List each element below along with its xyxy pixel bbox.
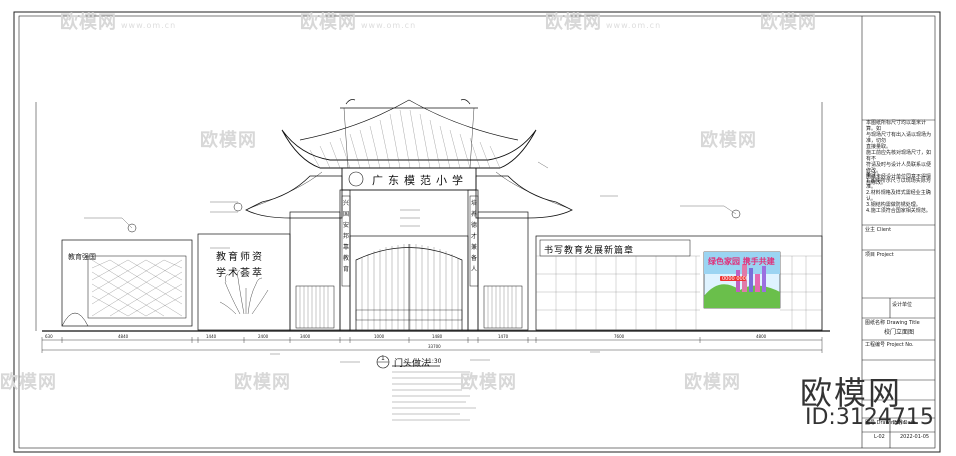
- watermark-brand-large: 欧模网: [800, 374, 903, 412]
- right-wall-banner-text: 书写教育发展新篇章: [544, 246, 635, 256]
- right-pillar: [477, 211, 529, 331]
- field-date: 日期 Date: [892, 420, 916, 426]
- dimension-text: 1480: [432, 334, 443, 339]
- side-roof-left: [245, 171, 343, 219]
- reed-painting: [219, 269, 269, 315]
- dimension-text: 1000: [374, 334, 385, 339]
- detail-title: 门头做法: [394, 359, 431, 369]
- school-name-text: 广东模范小学: [372, 174, 468, 187]
- remark-line: 1.图中所示尺寸以现场实际为准。: [866, 178, 931, 190]
- sheet-inner-border: [18, 15, 936, 449]
- watermark-logo: 欧模网: [200, 130, 257, 151]
- watermark-logo: 欧模网: [700, 130, 757, 151]
- field-designer: 设计单位: [892, 302, 913, 308]
- field-project-no: 工程编号 Project No.: [865, 342, 914, 348]
- watermark-logo: 欧模网: [684, 372, 741, 393]
- left-inscription-line-2: 学术荟萃: [216, 268, 264, 279]
- dimension-total-text: 33700: [428, 344, 441, 349]
- date-value: 2022-01-05: [900, 434, 930, 440]
- left-wall-title: 教育强国: [68, 253, 96, 261]
- watermark-logo: 欧模网: [234, 372, 291, 393]
- title-block: [861, 16, 935, 448]
- billboard-title: 绿色家园 携手共建: [708, 257, 775, 266]
- dimension-text: 4840: [118, 334, 129, 339]
- title-block-notes: 本图纸所标尺寸均以毫米计算。如 与现场尺寸有出入请以现场为准，切勿 直接量取。 …: [866, 120, 932, 186]
- remark-line: 4.施工须符合国家相关规范。: [866, 208, 931, 214]
- title-block-remarks: 备注： 1.图中所示尺寸以现场实际为准。 2.材料规格及样式需经业主确认。 3.…: [866, 172, 932, 214]
- dimension-text: 2400: [258, 334, 269, 339]
- field-client: 业主 Client: [865, 227, 892, 233]
- watermark-logo: 欧模网: [460, 372, 517, 393]
- left-inscription-line-1: 教育师资: [216, 252, 264, 263]
- right-long-wall: [535, 235, 823, 331]
- leader-lines: [84, 161, 737, 363]
- left-couplet-text: 兴国安邦靠教育: [343, 200, 350, 273]
- dimension-text: 630: [45, 334, 53, 339]
- left-pillar: [289, 211, 341, 331]
- watermark-logo: 欧模网: [760, 12, 817, 33]
- dimension-text: 7600: [614, 334, 625, 339]
- right-couplet-board: [469, 195, 479, 287]
- construction-notes: [392, 371, 476, 421]
- billboard-subtitle: 0000 0000: [722, 276, 750, 282]
- dimension-text: 4800: [756, 334, 767, 339]
- field-project: 项目 Project: [865, 252, 894, 258]
- billboard: [703, 251, 781, 309]
- right-wall-grid: [536, 255, 822, 330]
- sheet-outer-border: [13, 11, 941, 453]
- remark-line: 3.钢结构需做防锈处理。: [866, 202, 921, 208]
- watermark-id: ID:3124715: [805, 405, 934, 430]
- note-line: 与现场尺寸有出入请以现场为准，切勿: [866, 132, 932, 144]
- right-couplet-text: 培养德才兼备人: [471, 200, 478, 273]
- left-couplet-board: [341, 195, 351, 287]
- note-line: 施工前应先核对现场尺寸，如有不: [866, 150, 932, 162]
- remarks-title: 备注：: [866, 172, 882, 178]
- detail-number: 1: [381, 355, 385, 362]
- note-line: 直接量取。: [866, 144, 892, 150]
- field-drawing-no: 图号 Drawing No.: [865, 420, 908, 426]
- watermark-logo: 欧模网: [0, 372, 57, 393]
- drawing-no-value: L-02: [874, 434, 885, 440]
- dimension-text: 1440: [206, 334, 217, 339]
- detail-label: [376, 355, 440, 369]
- note-line: 本图纸所标尺寸均以毫米计算。如: [866, 120, 927, 132]
- dimension-text: 1470: [498, 334, 509, 339]
- remark-line: 2.材料规格及样式需经业主确认。: [866, 190, 931, 202]
- main-roof: [281, 99, 537, 169]
- note-line: 符请及时与设计人员联系以便修改。: [866, 162, 932, 174]
- detail-scale: 1:30: [428, 358, 442, 365]
- gate-elevation: [35, 99, 830, 363]
- field-drawing-name: 校门立面图: [884, 329, 915, 336]
- note-line: 图纸未经设计单位同意不得擅自修改。: [866, 174, 932, 186]
- field-drawing-name-label: 图纸名称 Drawing Title: [865, 320, 920, 326]
- left-wall-panel: [61, 239, 193, 327]
- dimension-text: 3400: [300, 334, 311, 339]
- side-roof-right: [475, 171, 573, 219]
- gate-bars: [361, 244, 459, 330]
